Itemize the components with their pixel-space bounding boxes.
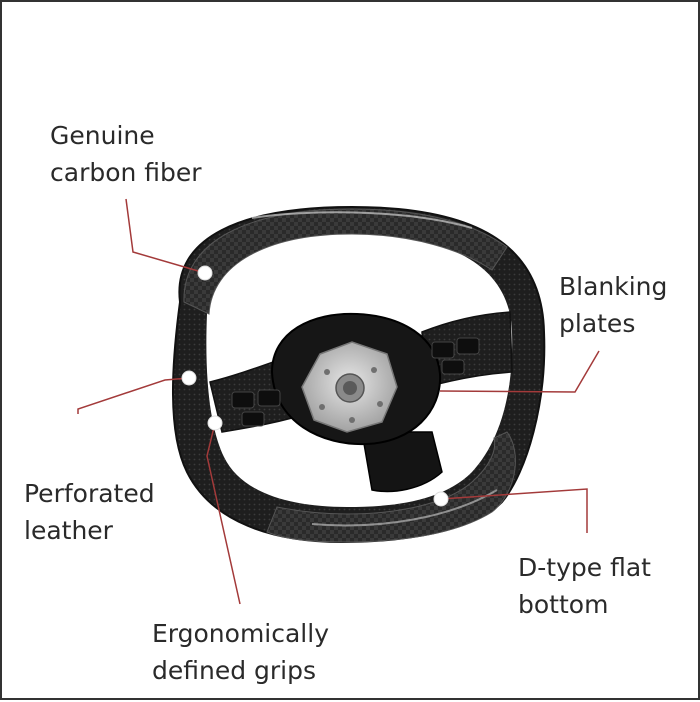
callout-carbon-fiber: Genuine carbon fiber: [50, 117, 202, 191]
callout-blanking-plates-line2: plates: [559, 309, 636, 338]
callout-carbon-fiber-line1: Genuine: [50, 121, 155, 150]
carbon-fiber-bottom-section: [266, 431, 516, 543]
callout-grips-line1: Ergonomically: [152, 619, 329, 648]
callout-marker-dots: [181, 265, 449, 507]
blanking-plates: [231, 337, 480, 427]
bottom-spoke: [361, 431, 443, 493]
callout-flat-bottom-line2: bottom: [518, 590, 609, 619]
callout-flat-bottom-line1: D-type flat: [518, 553, 651, 582]
callout-perforated-leather-line1: Perforated: [24, 479, 155, 508]
callout-carbon-fiber-line2: carbon fiber: [50, 158, 202, 187]
callout-flat-bottom: D-type flat bottom: [518, 549, 651, 623]
callout-perforated-leather: Perforated leather: [24, 475, 155, 549]
callout-grips-line2: defined grips: [152, 656, 317, 685]
callout-blanking-plates: Blanking plates: [559, 268, 667, 342]
carbon-fiber-top-section: [183, 208, 508, 315]
callout-grips: Ergonomically defined grips: [152, 615, 329, 689]
callout-leader-lines: [77, 198, 600, 605]
callout-blanking-plates-line1: Blanking: [559, 272, 668, 301]
callout-perforated-leather-line2: leather: [24, 516, 113, 545]
